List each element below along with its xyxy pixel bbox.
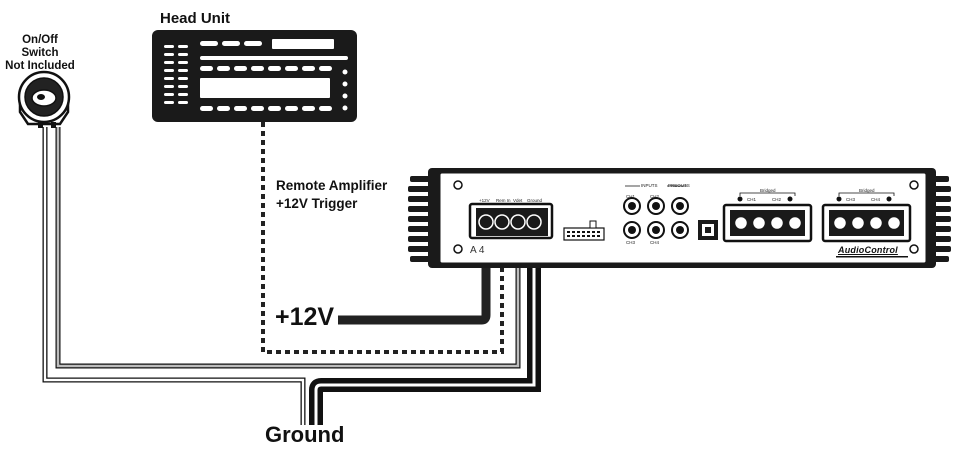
input-ch2-label: CH2 xyxy=(650,194,660,199)
switch-label-line2: Switch xyxy=(21,47,59,59)
on-off-switch xyxy=(17,70,71,128)
switch-label-line1: On/Off xyxy=(22,34,58,46)
head-unit-label: Head Unit xyxy=(160,10,231,27)
trigger-label-line2: +12V Trigger xyxy=(276,196,358,211)
trigger-label-line1: Remote Amplifier xyxy=(276,178,388,193)
switch-label: On/Off Switch Not Included xyxy=(4,34,76,73)
head-unit xyxy=(152,30,357,122)
input-ch1-label: CH1 xyxy=(626,194,636,199)
terminal-label-ground: Ground xyxy=(527,198,543,203)
switch-wire-left xyxy=(42,127,306,425)
output-ch4-label: CH4 xyxy=(871,197,881,202)
power-wire xyxy=(338,226,491,325)
amp-model-label: A 4 xyxy=(470,245,485,256)
output-ch3-label: CH3 xyxy=(846,197,856,202)
input-ch4-label: CH4 xyxy=(650,240,660,245)
trigger-label: Remote Amplifier +12V Trigger xyxy=(276,177,387,213)
preouts-header: PREOUTS xyxy=(668,183,690,188)
ground-wire xyxy=(309,226,541,425)
terminal-label-vdet: Vdet xyxy=(513,198,523,203)
output-ch2-label: CH2 xyxy=(772,197,782,202)
switch-label-line3: Not Included xyxy=(5,60,75,72)
trigger-wire xyxy=(261,122,504,354)
amplifier xyxy=(408,168,951,268)
terminal-label-12v: +12V xyxy=(479,198,490,203)
ground-label: Ground xyxy=(265,422,345,447)
bridged-label-a: Bridged xyxy=(760,188,776,193)
switch-wire-right xyxy=(55,127,521,369)
bridged-label-b: Bridged xyxy=(859,188,875,193)
amp-brand-logo: AudioControl xyxy=(838,245,898,255)
terminal-label-remin: Rem In xyxy=(496,198,511,203)
input-ch3-label: CH3 xyxy=(626,240,636,245)
output-ch1-label: CH1 xyxy=(747,197,757,202)
inputs-header: INPUTS xyxy=(641,183,658,188)
plus12v-label: +12V xyxy=(275,303,335,331)
